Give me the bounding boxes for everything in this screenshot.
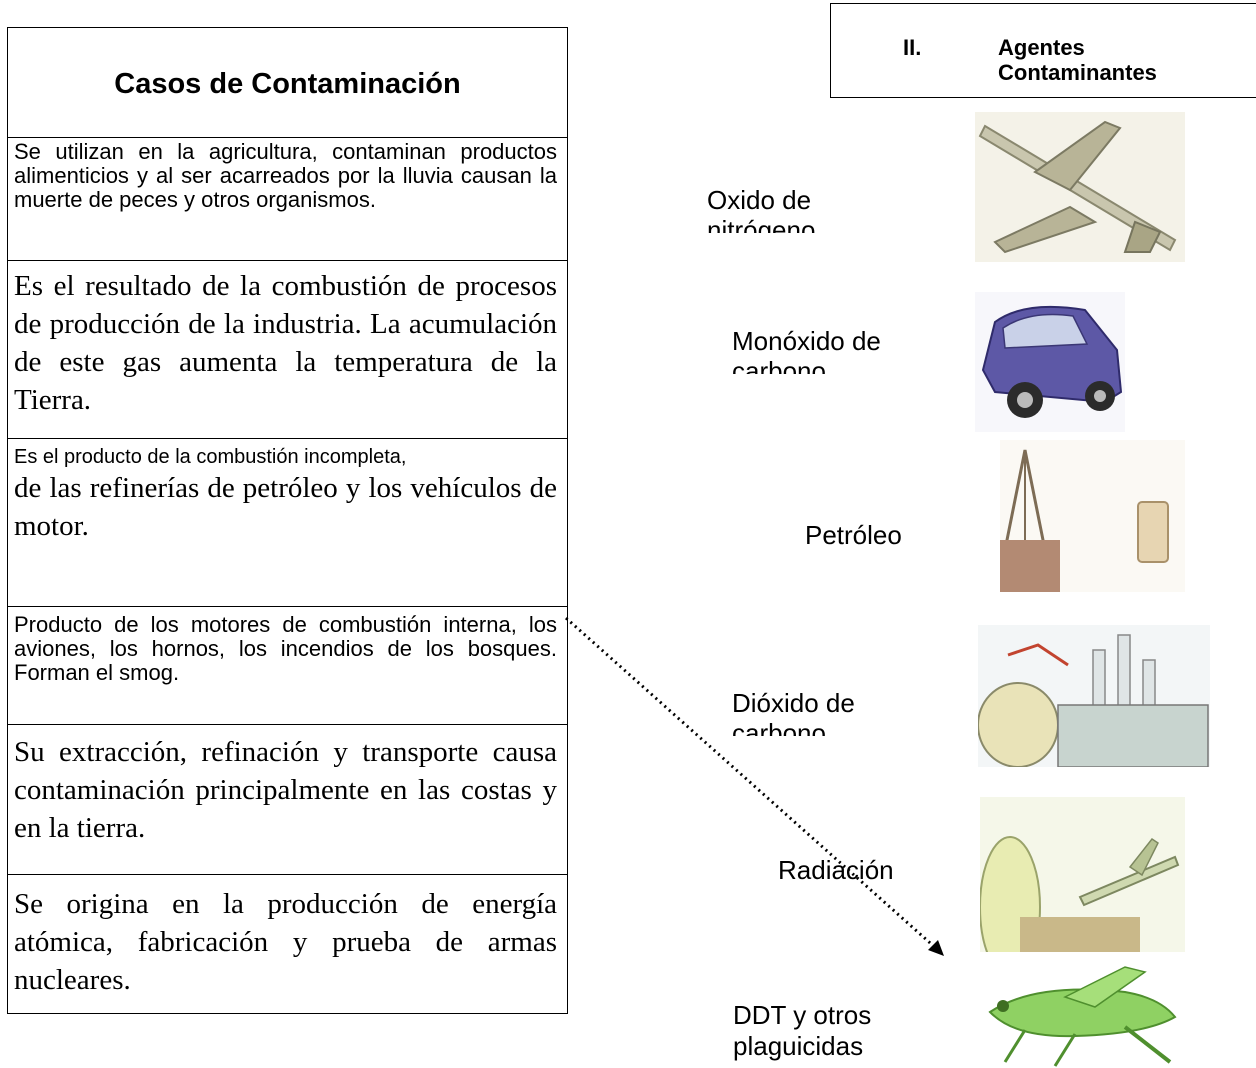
agents-header-box: II. Agentes Contaminantes [830,3,1256,98]
arrow-head [928,940,944,956]
agent-label-text: Petróleo [805,520,902,550]
airplane-icon [975,112,1185,262]
case-text-2: Es el resultado de la combustión de proc… [14,270,557,416]
oil-rig-icon [1000,440,1185,592]
header-number: II. [903,35,922,60]
car-icon [975,292,1125,432]
agent-label-text: Monóxido de [732,326,881,356]
missile-icon [980,797,1185,952]
agent-label-text: Oxido de [707,185,812,215]
case-text-4: Producto de los motores de combustión in… [14,612,557,685]
header-title-line2: Contaminantes [998,60,1157,85]
case-row-6: Se origina en la producción de energía a… [8,874,567,1015]
header-title-line1: Agentes [998,35,1085,60]
agent-label-text: carbono [732,718,826,736]
case-row-2: Es el resultado de la combustión de proc… [8,260,567,438]
agent-label-carbon-monoxide: Monóxido de carbono [732,326,922,374]
case-row-3: Es el producto de la combustión incomple… [8,438,567,606]
case-row-4: Producto de los motores de combustión in… [8,606,567,724]
case-text-3a: Es el producto de la combustión incomple… [14,446,407,468]
agent-label-ddt: DDT y otros plaguicidas [733,1000,903,1062]
agent-label-carbon-dioxide: Dióxido de carbono [732,688,902,736]
agent-label-text: plaguicidas [733,1031,864,1061]
agent-label-text: carbono [732,356,826,374]
agent-label-text: DDT y otros [733,1000,872,1030]
agent-label-petroleum: Petróleo [805,520,955,550]
case-row-1: Se utilizan en la agricultura, contamina… [8,137,567,260]
table-title: Casos de Contaminación [114,68,461,100]
factory-icon [978,625,1210,767]
arrow-line [565,616,939,952]
case-text-5: Su extracción, refinación y transporte c… [14,736,557,844]
pollution-cases-table: Casos de Contaminación Se utilizan en la… [7,27,568,1014]
agent-label-text: Dióxido de [732,688,855,718]
case-row-5: Su extracción, refinación y transporte c… [8,724,567,874]
agent-label-radiation: Radiación [778,855,928,885]
case-text-1: Se utilizan en la agricultura, contamina… [14,139,557,212]
case-text-6: Se origina en la producción de energía a… [14,888,557,996]
agent-label-text: nitrógeno [707,215,816,233]
case-text-3b: de las refinerías de petróleo y los vehí… [14,472,557,542]
agent-label-text: Radiación [778,855,894,885]
grasshopper-icon [975,962,1190,1068]
agent-label-nitrogen-oxide: Oxido de nitrógeno [707,185,857,233]
